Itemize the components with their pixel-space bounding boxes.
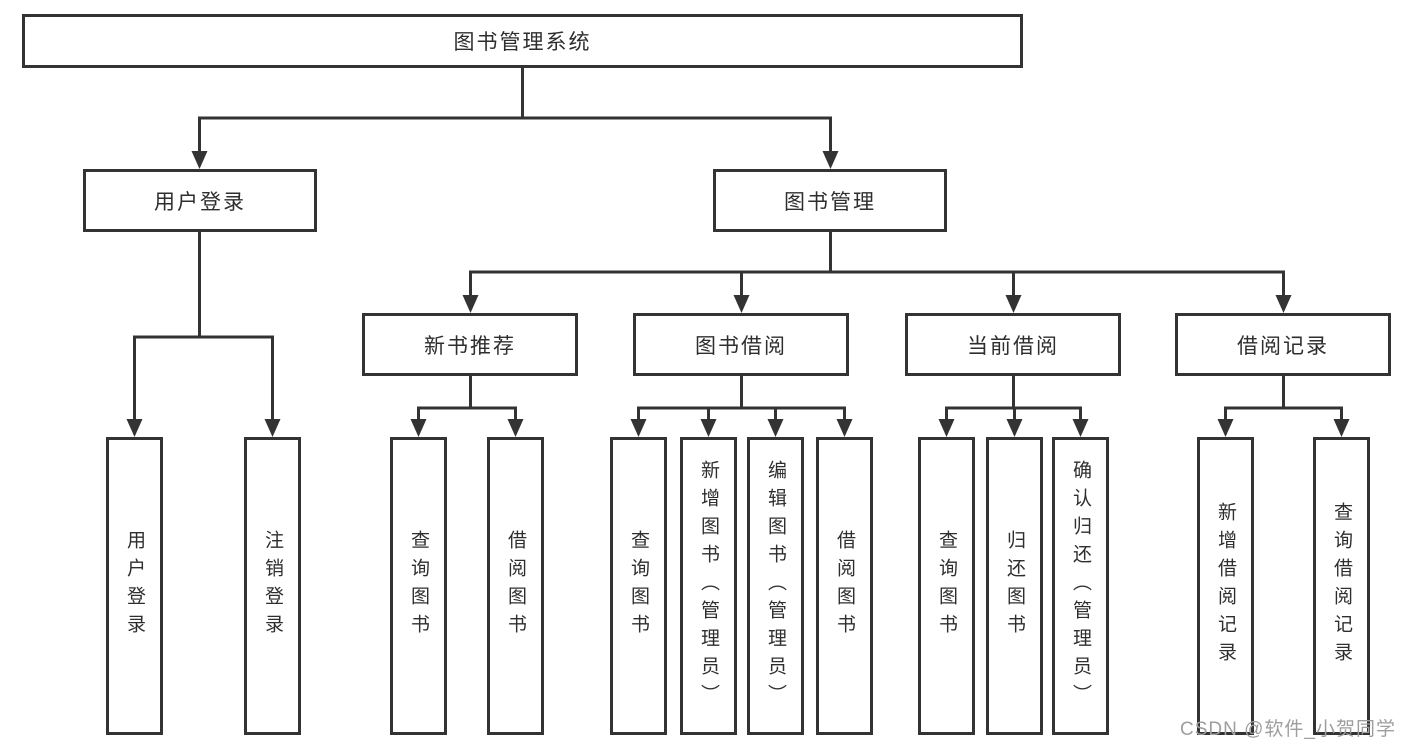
arrowheads [126,151,1350,437]
leaf-confirm-return-admin-label: 确认归还（管理员） [1070,460,1091,712]
leaf-edit-book-admin: 编辑图书（管理员） [747,437,804,735]
leaf-user-login: 用户登录 [106,437,163,735]
leaf-confirm-return-admin: 确认归还（管理员） [1052,437,1109,735]
leaf-query-borrow-record: 查询借阅记录 [1313,437,1370,735]
watermark: CSDN @软件_小贺同学 [1180,719,1396,740]
leaf-logout-label: 注销登录 [262,530,283,642]
leaf-user-login-label: 用户登录 [124,530,145,642]
leaf-borrow-books-2: 借阅图书 [816,437,873,735]
node-root: 图书管理系统 [22,14,1023,68]
leaf-edit-book-admin-label: 编辑图书（管理员） [765,460,786,712]
node-new-book-rec: 新书推荐 [362,313,578,376]
leaf-borrow-books-1: 借阅图书 [487,437,544,735]
leaf-add-book-admin: 新增图书（管理员） [680,437,737,735]
node-book-mgmt: 图书管理 [713,169,947,232]
leaf-add-borrow-record: 新增借阅记录 [1197,437,1254,735]
node-book-borrow: 图书借阅 [633,313,849,376]
leaf-query-books-3-label: 查询图书 [936,530,957,642]
leaf-borrow-books-1-label: 借阅图书 [505,530,526,642]
leaf-return-book-label: 归还图书 [1004,530,1025,642]
leaf-query-borrow-record-label: 查询借阅记录 [1331,502,1352,670]
connector-segments [133,68,1343,424]
leaf-query-books-2-label: 查询图书 [628,530,649,642]
node-book-borrow-label: 图书借阅 [695,334,787,358]
node-new-book-rec-label: 新书推荐 [424,334,516,358]
leaf-add-borrow-record-label: 新增借阅记录 [1215,502,1236,670]
leaf-borrow-books-2-label: 借阅图书 [834,530,855,642]
leaf-query-books-1-label: 查询图书 [408,530,429,642]
node-root-label: 图书管理系统 [453,31,592,54]
node-borrow-records: 借阅记录 [1175,313,1391,376]
leaf-query-books-1: 查询图书 [390,437,447,735]
leaf-query-books-3: 查询图书 [918,437,975,735]
node-current-borrow-label: 当前借阅 [967,334,1059,358]
leaf-query-books-2: 查询图书 [610,437,667,735]
node-current-borrow: 当前借阅 [905,313,1121,376]
node-user-login: 用户登录 [83,169,317,232]
leaf-logout: 注销登录 [244,437,301,735]
node-borrow-records-label: 借阅记录 [1237,334,1329,358]
leaf-return-book: 归还图书 [986,437,1043,735]
node-user-login-label: 用户登录 [154,190,246,214]
node-book-mgmt-label: 图书管理 [784,190,876,214]
leaf-add-book-admin-label: 新增图书（管理员） [698,460,719,712]
